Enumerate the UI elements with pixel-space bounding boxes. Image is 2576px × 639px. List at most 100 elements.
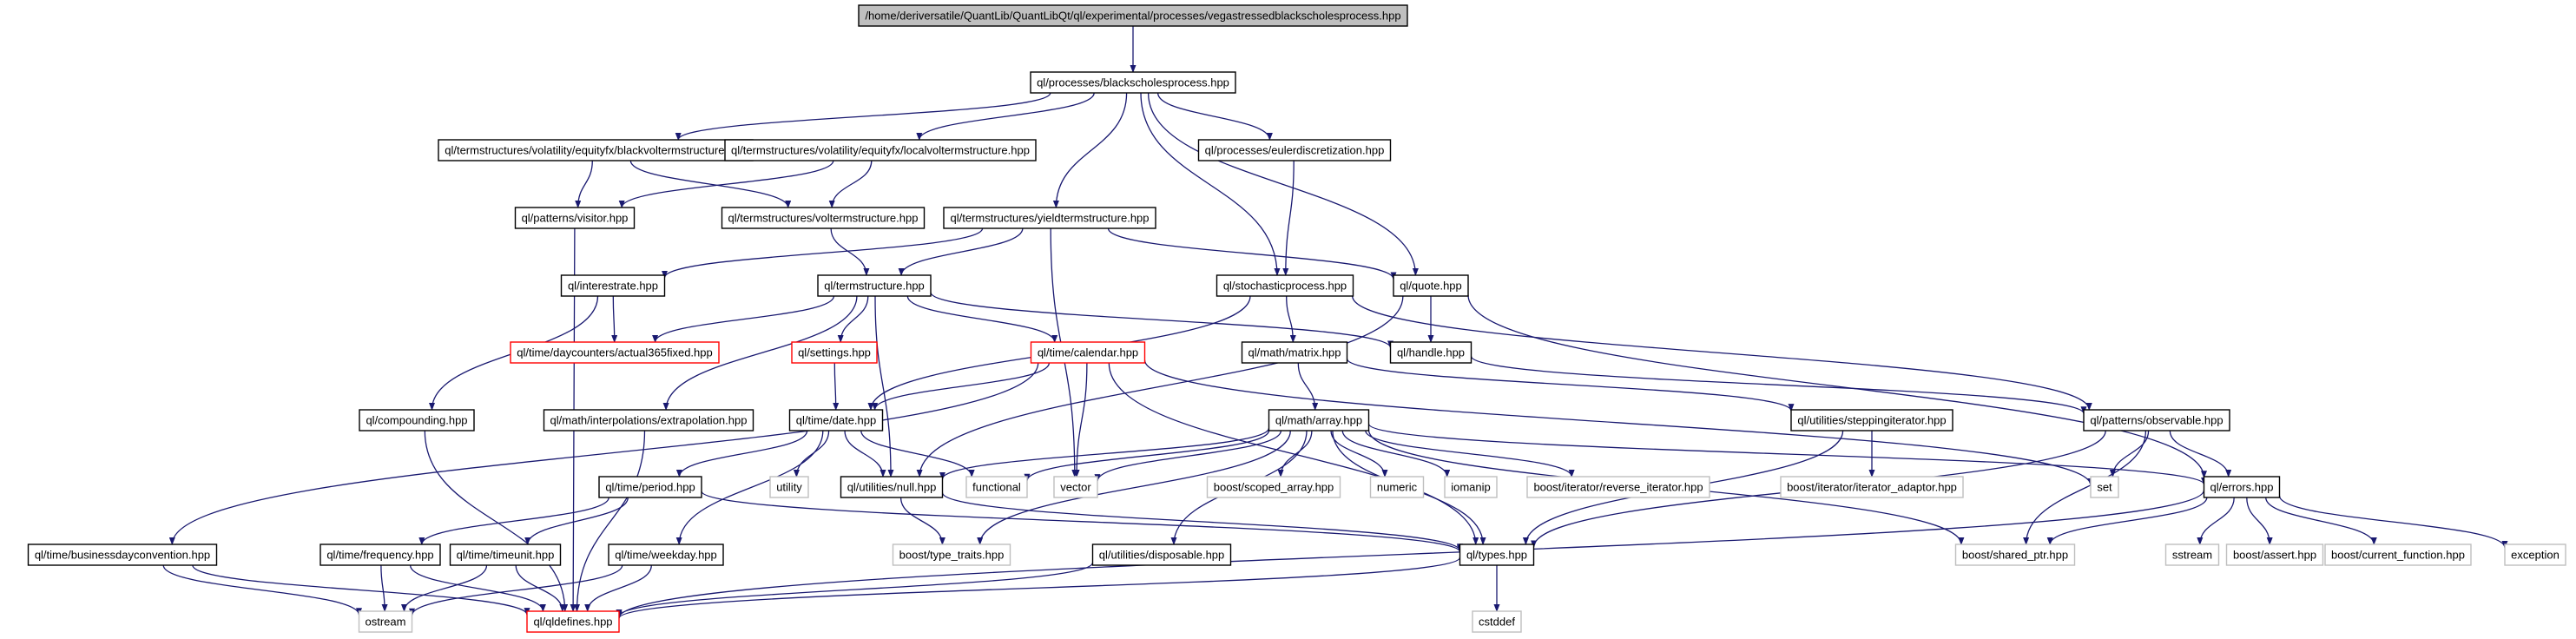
node-visitor[interactable]: ql/patterns/visitor.hpp	[514, 207, 636, 229]
node-box	[543, 409, 754, 431]
node-root[interactable]: /home/deriversatile/QuantLib/QuantLibQt/…	[858, 4, 1408, 27]
node-label: ql/time/timeunit.hpp	[457, 549, 555, 562]
edge-bsp-to-euler	[1156, 92, 1273, 141]
node-compounding[interactable]: ql/compounding.hpp	[359, 409, 475, 431]
node-calendar[interactable]: ql/time/calendar.hpp	[1030, 341, 1146, 364]
node-qldefines[interactable]: ql/qldefines.hpp	[526, 610, 620, 633]
node-exception[interactable]: exception	[2504, 543, 2566, 566]
node-handle[interactable]: ql/handle.hpp	[1389, 341, 1472, 364]
node-settings[interactable]: ql/settings.hpp	[791, 341, 878, 364]
node-stepiter[interactable]: ql/utilities/steppingiterator.hpp	[1790, 409, 1953, 431]
node-box	[608, 543, 724, 566]
node-box	[2164, 543, 2220, 566]
node-functional[interactable]: functional	[965, 476, 1028, 498]
node-label: ql/time/period.hpp	[605, 481, 695, 494]
node-euler[interactable]: ql/processes/eulerdiscretization.hpp	[1197, 139, 1392, 161]
edge-weekday-to-ostream	[409, 564, 623, 616]
node-label: ql/math/matrix.hpp	[1248, 346, 1341, 359]
node-matrix[interactable]: ql/math/matrix.hpp	[1241, 341, 1348, 364]
node-label: utility	[776, 481, 802, 494]
node-null[interactable]: ql/utilities/null.hpp	[840, 476, 944, 498]
node-box	[320, 543, 441, 566]
node-label: ql/qldefines.hpp	[533, 616, 612, 629]
node-date[interactable]: ql/time/date.hpp	[788, 409, 884, 431]
node-extrap[interactable]: ql/math/interpolations/extrapolation.hpp	[543, 409, 754, 431]
edge-bsp-to-quote	[1147, 92, 1419, 276]
node-period[interactable]: ql/time/period.hpp	[598, 476, 702, 498]
edge-matrix-to-stepiter	[1346, 358, 1795, 412]
node-bsp[interactable]: ql/processes/blackscholesprocess.hpp	[1030, 71, 1236, 94]
node-vector[interactable]: vector	[1053, 476, 1098, 498]
node-iomanip[interactable]: iomanip	[1444, 476, 1498, 498]
node-ostream[interactable]: ostream	[358, 610, 413, 633]
edge-array-to-typetraits	[977, 430, 1291, 545]
node-label: ql/patterns/visitor.hpp	[522, 212, 629, 225]
node-box	[943, 207, 1156, 229]
node-box	[858, 4, 1408, 27]
node-frequency[interactable]: ql/time/frequency.hpp	[320, 543, 441, 566]
node-typetraits[interactable]: boost/type_traits.hpp	[892, 543, 1011, 566]
edge-errors-to-assert	[2246, 497, 2273, 545]
node-yts[interactable]: ql/termstructures/yieldtermstructure.hpp	[943, 207, 1156, 229]
node-lvts[interactable]: ql/termstructures/volatility/equityfx/lo…	[724, 139, 1037, 161]
node-label: ql/time/calendar.hpp	[1038, 346, 1138, 359]
edge-types-to-qldefines	[616, 557, 1461, 620]
node-box	[2090, 476, 2119, 498]
node-label: cstddef	[1479, 616, 1515, 629]
node-numeric[interactable]: numeric	[1369, 476, 1425, 498]
edge-stoch-to-matrix	[1286, 295, 1296, 343]
edge-euler-to-stoch	[1282, 160, 1295, 276]
node-assert[interactable]: boost/assert.hpp	[2225, 543, 2324, 566]
node-types[interactable]: ql/types.hpp	[1459, 543, 1535, 566]
edge-frequency-to-ostream	[380, 564, 388, 612]
edge-array-to-null	[939, 427, 1270, 480]
node-box	[598, 476, 702, 498]
node-stoch[interactable]: ql/stochasticprocess.hpp	[1216, 274, 1354, 297]
node-sharedptr[interactable]: boost/shared_ptr.hpp	[1954, 543, 2076, 566]
edge-null-to-typetraits	[899, 497, 945, 545]
node-sstream[interactable]: sstream	[2164, 543, 2220, 566]
edge-extrap-to-qldefines	[574, 430, 646, 612]
edge-timeunit-to-ostream	[401, 564, 488, 612]
edge-period-to-frequency	[418, 497, 609, 545]
node-box	[724, 139, 1037, 161]
node-timeunit[interactable]: ql/time/timeunit.hpp	[449, 543, 562, 566]
node-label: functional	[972, 481, 1021, 494]
edge-settings-to-date	[833, 362, 840, 411]
node-errors[interactable]: ql/errors.hpp	[2203, 476, 2281, 498]
node-observable[interactable]: ql/patterns/observable.hpp	[2083, 409, 2230, 431]
node-label: ql/handle.hpp	[1397, 346, 1465, 359]
node-label: vector	[1060, 481, 1091, 494]
edge-observable-to-set	[2109, 430, 2150, 478]
node-box	[1030, 341, 1146, 364]
edge-calendar-to-set	[1143, 359, 2094, 486]
node-weekday[interactable]: ql/time/weekday.hpp	[608, 543, 724, 566]
node-box	[1053, 476, 1098, 498]
node-box	[1954, 543, 2076, 566]
node-box	[1268, 409, 1370, 431]
node-a365[interactable]: ql/time/daycounters/actual365fixed.hpp	[510, 341, 720, 364]
node-box	[1526, 476, 1710, 498]
edge-quote-to-null	[916, 295, 1404, 478]
node-scopedarray[interactable]: boost/scoped_array.hpp	[1206, 476, 1341, 498]
node-revit[interactable]: boost/iterator/reverse_iterator.hpp	[1526, 476, 1710, 498]
node-iteradaptor[interactable]: boost/iterator/iterator_adaptor.hpp	[1780, 476, 1964, 498]
node-interestrate[interactable]: ql/interestrate.hpp	[560, 274, 666, 297]
node-label: exception	[2511, 549, 2560, 562]
node-utility[interactable]: utility	[769, 476, 809, 498]
node-label: ql/settings.hpp	[798, 346, 871, 359]
node-label: ql/quote.hpp	[1400, 280, 1462, 293]
node-curfunc[interactable]: boost/current_function.hpp	[2324, 543, 2472, 566]
node-disposable[interactable]: ql/utilities/disposable.hpp	[1091, 543, 1232, 566]
node-label: set	[2097, 481, 2112, 494]
node-bvts[interactable]: ql/termstructures/volatility/equityfx/bl…	[438, 139, 754, 161]
node-set[interactable]: set	[2090, 476, 2119, 498]
node-volts[interactable]: ql/termstructures/voltermstructure.hpp	[721, 207, 926, 229]
edge-ts-to-handle	[930, 292, 1393, 349]
node-ts[interactable]: ql/termstructure.hpp	[817, 274, 932, 297]
node-array[interactable]: ql/math/array.hpp	[1268, 409, 1370, 431]
node-quote[interactable]: ql/quote.hpp	[1393, 274, 1469, 297]
node-cstddef[interactable]: cstddef	[1472, 610, 1522, 633]
edge-errors-to-sstream	[2197, 497, 2235, 545]
node-bdc[interactable]: ql/time/businessdayconvention.hpp	[27, 543, 218, 566]
